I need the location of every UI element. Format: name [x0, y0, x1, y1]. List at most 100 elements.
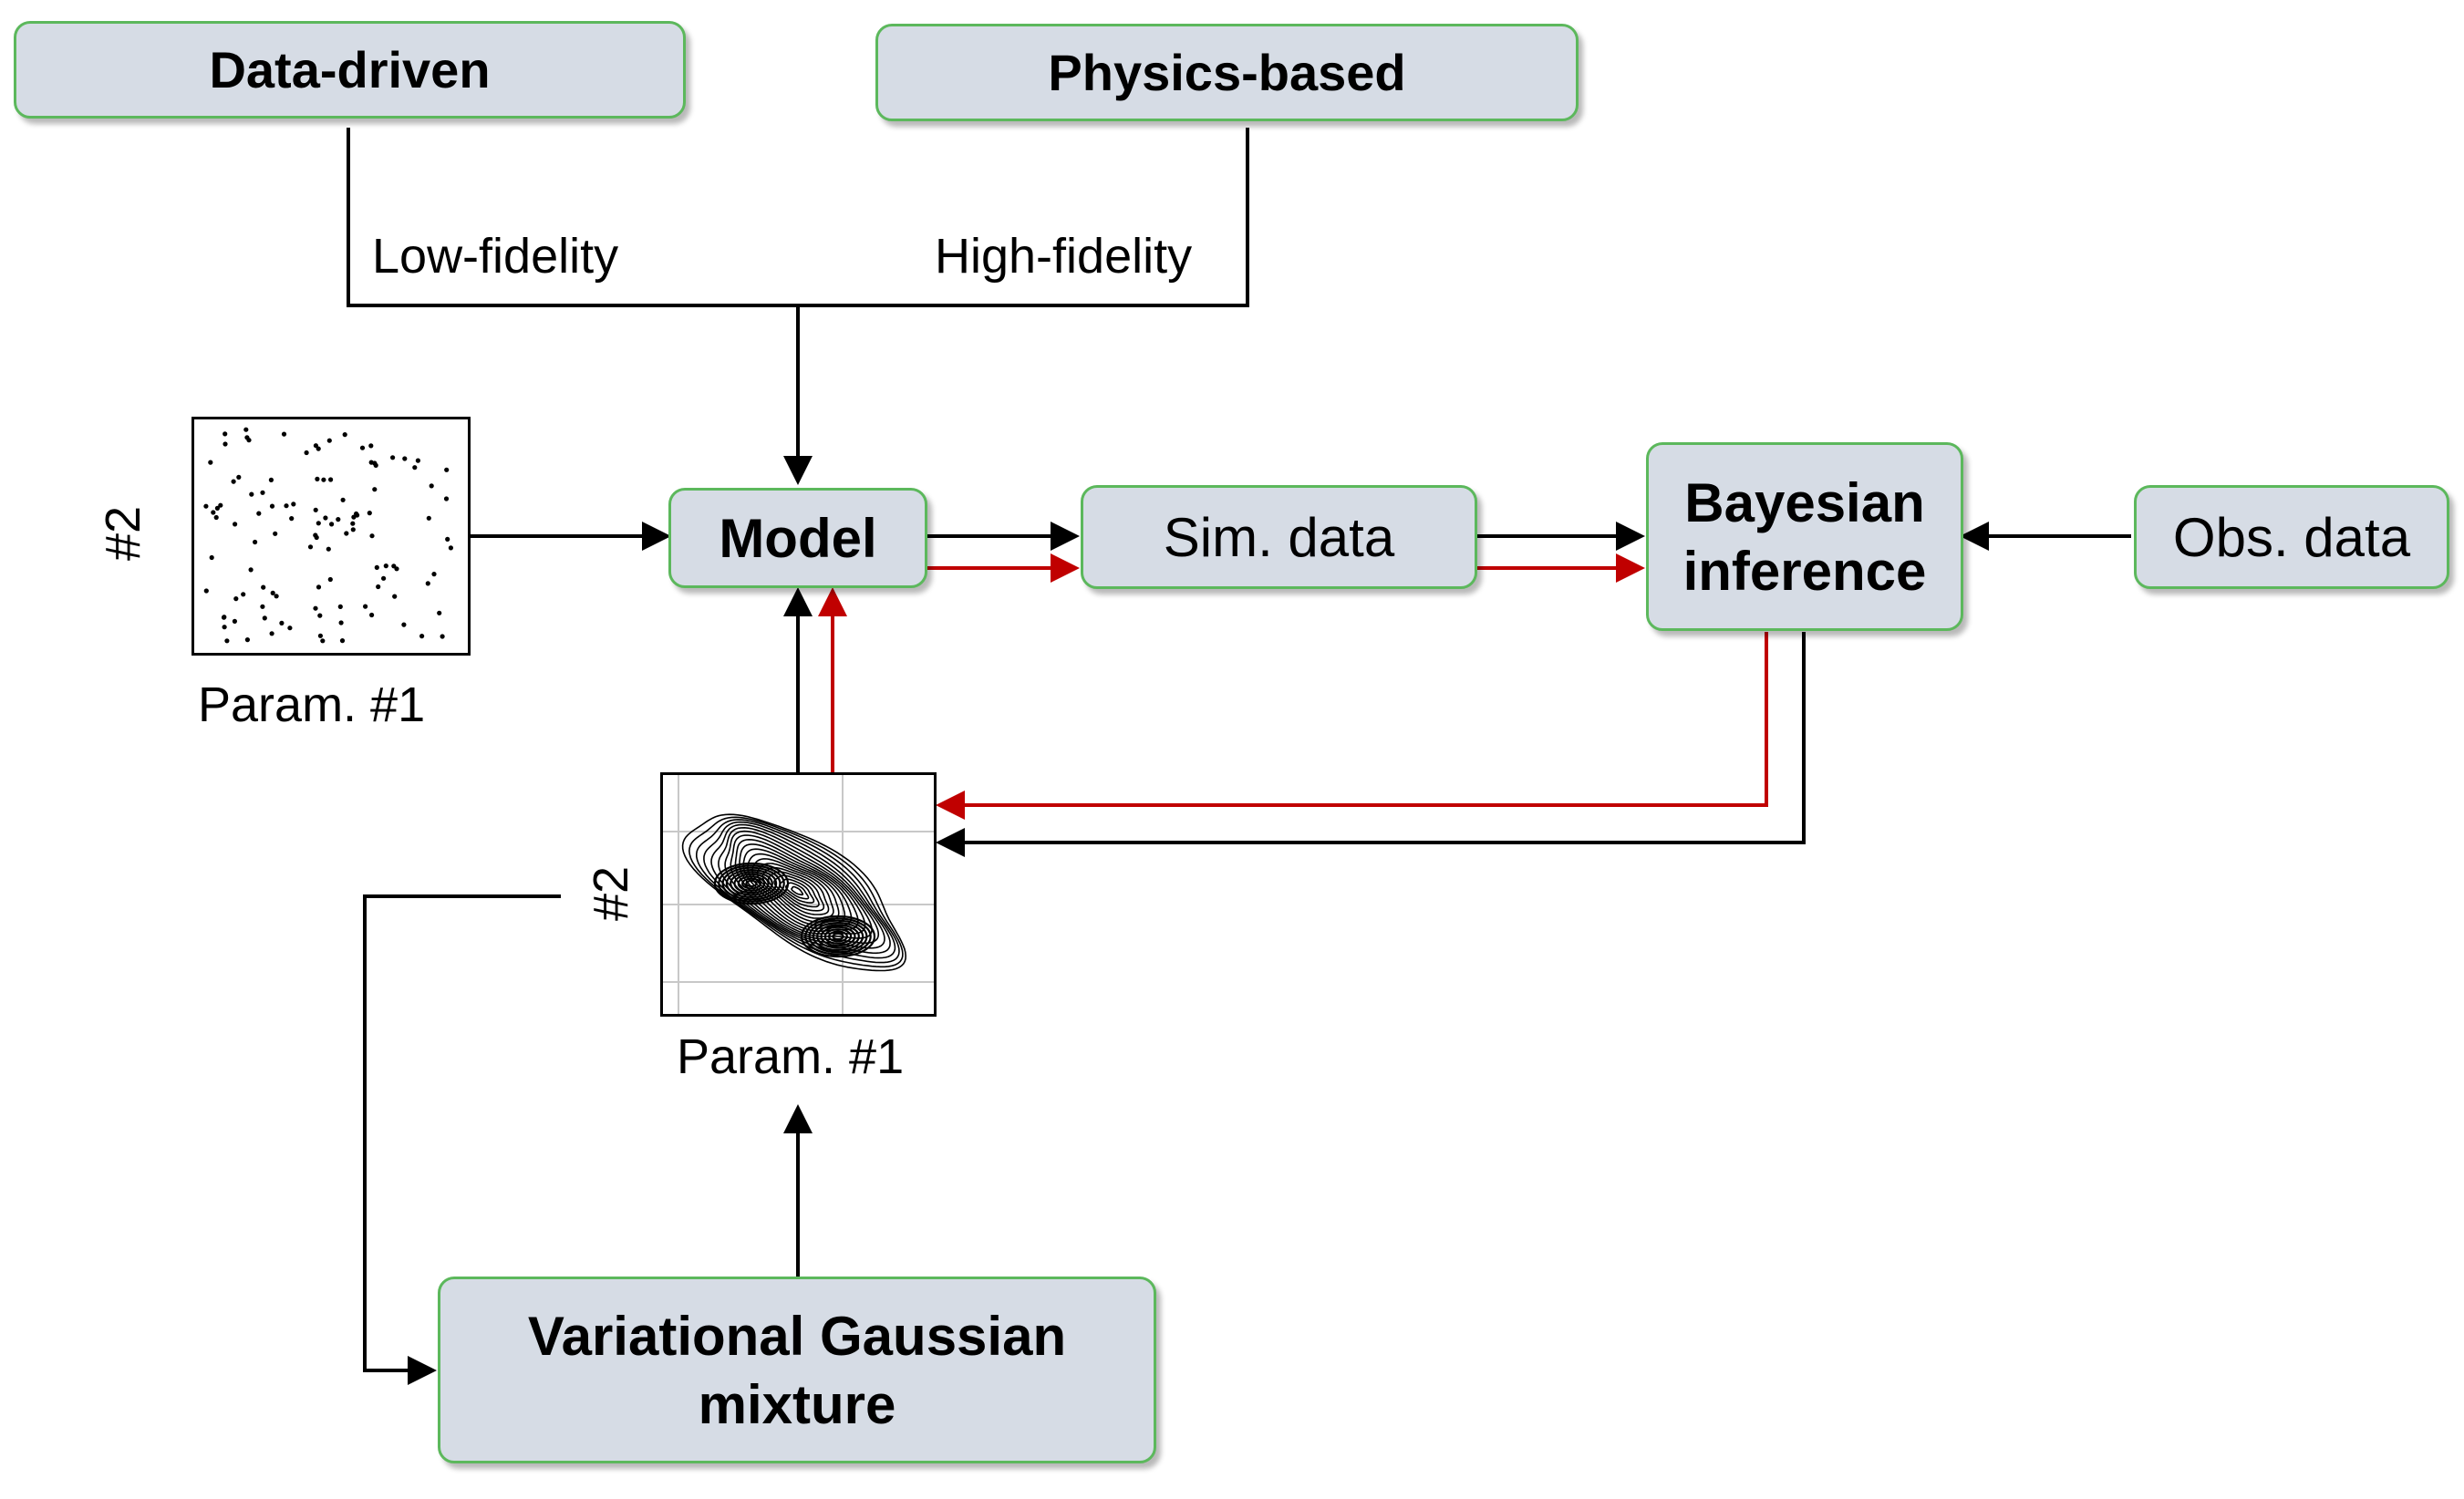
- physics-based-label: Physics-based: [1048, 43, 1406, 101]
- scatter-point: [326, 546, 331, 552]
- scatter-point: [369, 612, 375, 618]
- physics-based-box[interactable]: Physics-based: [875, 24, 1579, 121]
- scatter-point: [244, 637, 250, 643]
- contour-plot: [660, 772, 937, 1017]
- scatter-point: [350, 527, 356, 532]
- data-driven-connector: [347, 128, 798, 307]
- scatter-point: [431, 572, 437, 577]
- contour-mode-ring: [812, 922, 864, 952]
- scatter-point: [376, 584, 381, 590]
- bayesian-inference-box[interactable]: Bayesian inference: [1646, 442, 1963, 631]
- contour-line: [710, 823, 891, 955]
- scatter-point: [374, 564, 379, 570]
- scatter-point: [273, 531, 278, 536]
- contour-line: [779, 878, 815, 904]
- scatter-point: [440, 634, 445, 639]
- scatter-point: [316, 521, 321, 526]
- data-driven-box[interactable]: Data-driven: [14, 21, 686, 119]
- scatter-point: [269, 631, 274, 636]
- bayes-to-contour-arrow-red: [936, 632, 1768, 820]
- contour-line: [739, 843, 859, 933]
- scatter-point: [415, 458, 420, 463]
- contour-line: [688, 816, 904, 968]
- scatter-point: [214, 505, 220, 511]
- scatter-point: [270, 590, 275, 595]
- scatter-point: [304, 450, 309, 456]
- vgm-line1: Variational Gaussian: [527, 1305, 1067, 1367]
- scatter-point: [223, 431, 228, 437]
- scatter-point: [448, 545, 453, 551]
- scatter-y-label: #2: [96, 505, 150, 562]
- contour-mode-ring: [740, 877, 761, 890]
- contour-y-label: #2: [584, 865, 638, 922]
- contour-mode-ring: [800, 915, 876, 958]
- scatter-x-label: Param. #1: [198, 677, 426, 732]
- contour-x-label: Param. #1: [677, 1029, 905, 1084]
- obs-data-label: Obs. data: [2172, 506, 2411, 568]
- scatter-point: [316, 584, 322, 590]
- scatter-dots: [203, 427, 453, 644]
- scatter-point: [274, 594, 279, 599]
- scatter-point: [368, 460, 374, 465]
- scatter-point: [284, 503, 289, 509]
- scatter-point: [233, 522, 238, 527]
- scatter-point: [344, 531, 349, 536]
- scatter-point: [231, 479, 236, 484]
- contour-to-vgm-arrow: [363, 894, 561, 1385]
- scatter-point: [203, 503, 209, 509]
- obs-data-box[interactable]: Obs. data: [2134, 485, 2449, 589]
- scatter-point: [208, 460, 213, 465]
- scatter-point: [262, 615, 267, 621]
- scatter-point: [419, 634, 425, 639]
- contour-line: [747, 853, 846, 926]
- model-box[interactable]: Model: [668, 488, 927, 588]
- sim-data-box[interactable]: Sim. data: [1081, 485, 1477, 589]
- scatter-point: [329, 522, 335, 527]
- contour-line: [773, 874, 820, 908]
- scatter-point: [337, 604, 343, 609]
- scatter-point: [336, 517, 341, 522]
- scatter-point: [313, 443, 318, 449]
- scatter-point: [381, 575, 387, 581]
- scatter-point: [383, 563, 388, 569]
- scatter-point: [241, 592, 246, 597]
- scatter-point: [412, 465, 418, 470]
- contour-mode-ring: [718, 864, 785, 903]
- scatter-point: [342, 432, 347, 438]
- data-driven-label: Data-driven: [209, 40, 491, 98]
- contour-mode-ring: [733, 873, 770, 894]
- scatter-point: [339, 638, 346, 644]
- scatter-point: [287, 625, 293, 631]
- scatter-point: [338, 620, 344, 625]
- scatter-point: [261, 584, 266, 590]
- scatter-point: [321, 477, 326, 482]
- scatter-point: [222, 625, 227, 630]
- scatter-point: [401, 622, 407, 627]
- scatter-point: [373, 462, 378, 468]
- scatter-point: [327, 576, 333, 583]
- variational-gaussian-mixture-box[interactable]: Variational Gaussian mixture: [438, 1277, 1156, 1463]
- contour-lines: [681, 813, 907, 972]
- contour-line: [681, 813, 907, 972]
- scatter-point: [340, 497, 346, 502]
- scatter-point: [313, 507, 318, 512]
- contour-frame: [660, 772, 937, 1017]
- bayes-to-contour-arrow-black: [936, 632, 1806, 857]
- contour-mode-ring: [737, 875, 766, 892]
- contour-mode-ring: [725, 868, 778, 898]
- scatter-point: [350, 521, 356, 526]
- contour-mode-ring: [832, 932, 844, 941]
- scatter-point: [323, 515, 328, 521]
- scatter-point: [437, 610, 442, 615]
- scatter-point: [313, 605, 318, 611]
- scatter-point: [223, 441, 228, 447]
- bayesian-inference-line1: Bayesian: [1684, 471, 1925, 533]
- scatter-point: [317, 613, 323, 618]
- scatter-point: [281, 431, 287, 437]
- scatter-point: [260, 490, 265, 495]
- scatter-point: [425, 581, 430, 586]
- contour-mode-ring: [828, 930, 849, 943]
- scatter-point: [236, 474, 242, 480]
- scatter-point: [289, 516, 295, 522]
